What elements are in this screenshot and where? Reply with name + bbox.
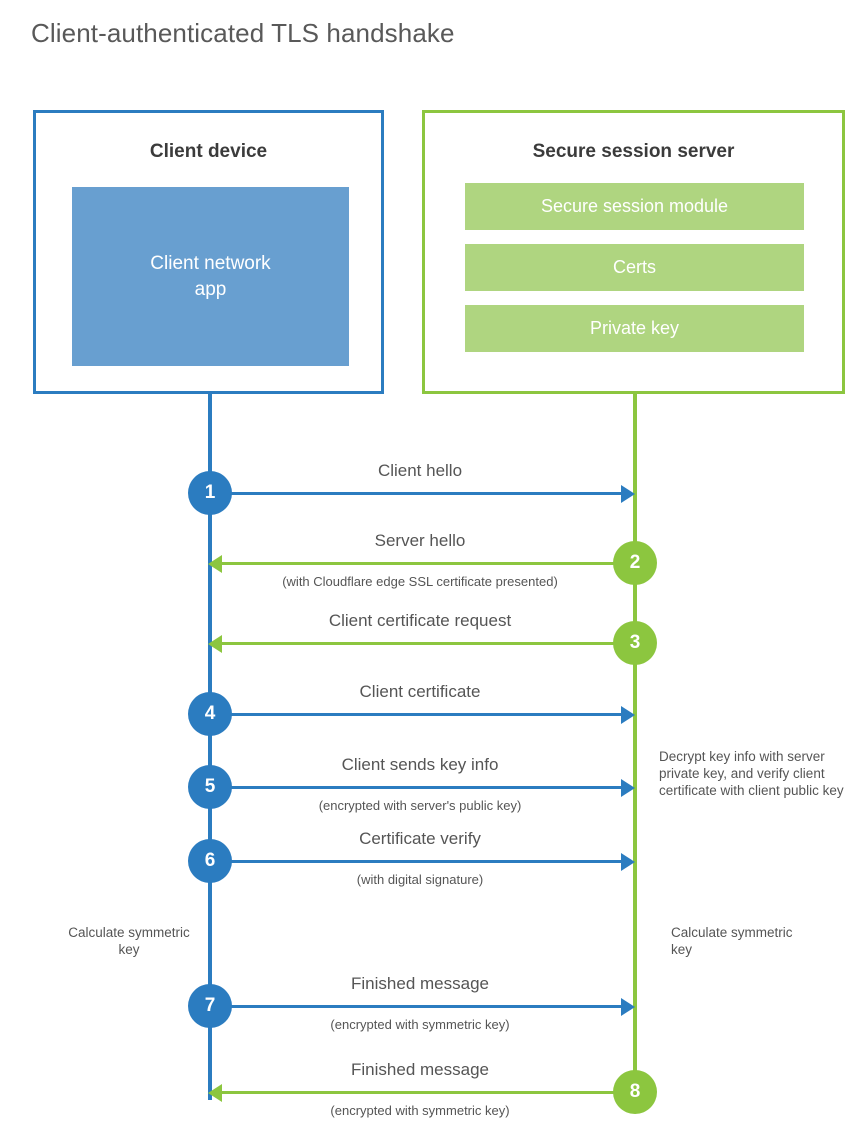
arrow-right-icon (621, 998, 635, 1016)
step-badge-3: 3 (613, 621, 657, 665)
message-arrow-line (210, 860, 625, 863)
message-arrow-line (218, 562, 633, 565)
server-component-private-key: Private key (465, 305, 804, 352)
message-arrow-line (210, 1005, 625, 1008)
message-label: Client hello (377, 461, 463, 480)
message-sublabel: (with Cloudflare edge SSL certificate pr… (282, 574, 558, 589)
step-badge-6: 6 (188, 839, 232, 883)
arrow-left-icon (208, 1084, 222, 1102)
message-label: Client sends key info (341, 755, 499, 774)
step-badge-2: 2 (613, 541, 657, 585)
message-arrow-line (210, 713, 625, 716)
message-label: Client certificate (359, 682, 481, 701)
server-lifeline (633, 393, 637, 1092)
message-label: Finished message (351, 1060, 489, 1079)
server-component-certs: Certs (465, 244, 804, 291)
step-badge-1: 1 (188, 471, 232, 515)
server-component-list: Secure session module Certs Private key (465, 183, 804, 366)
page-title: Client-authenticated TLS handshake (31, 18, 455, 48)
client-lifeline (208, 393, 212, 1100)
message-label: Certificate verify (359, 829, 481, 848)
message-sublabel: (encrypted with symmetric key) (330, 1017, 510, 1032)
arrow-right-icon (621, 485, 635, 503)
server-component-secure-session-module: Secure session module (465, 183, 804, 230)
step-badge-7: 7 (188, 984, 232, 1028)
arrow-left-icon (208, 635, 222, 653)
message-sublabel: (with digital signature) (356, 872, 484, 887)
client-network-app-label: Client network app (150, 252, 271, 300)
annotation-server-decrypt: Decrypt key info with server private key… (659, 749, 844, 798)
annotation-server-calculate-symmetric-key: Calculate symmetric key (671, 925, 793, 957)
secure-session-server-title: Secure session server (532, 141, 735, 162)
message-arrow-line (218, 1091, 633, 1094)
step-badge-5: 5 (188, 765, 232, 809)
message-arrow-line (210, 786, 625, 789)
client-device-box: Client device Client network app (33, 110, 384, 394)
arrow-right-icon (621, 853, 635, 871)
message-label: Client certificate request (328, 611, 512, 630)
message-sublabel: (encrypted with symmetric key) (330, 1103, 510, 1118)
client-device-title: Client device (149, 141, 268, 162)
message-label: Finished message (351, 974, 489, 993)
arrow-left-icon (208, 555, 222, 573)
step-badge-8: 8 (613, 1070, 657, 1114)
annotation-client-calculate-symmetric-key: Calculate symmetric key (68, 925, 190, 957)
message-sublabel: (encrypted with server's public key) (318, 798, 522, 813)
arrow-right-icon (621, 706, 635, 724)
message-arrow-line (218, 642, 633, 645)
secure-session-server-box: Secure session server Secure session mod… (422, 110, 845, 394)
arrow-right-icon (621, 779, 635, 797)
client-network-app-block: Client network app (72, 187, 349, 366)
message-label: Server hello (374, 531, 466, 550)
step-badge-4: 4 (188, 692, 232, 736)
message-arrow-line (210, 492, 625, 495)
